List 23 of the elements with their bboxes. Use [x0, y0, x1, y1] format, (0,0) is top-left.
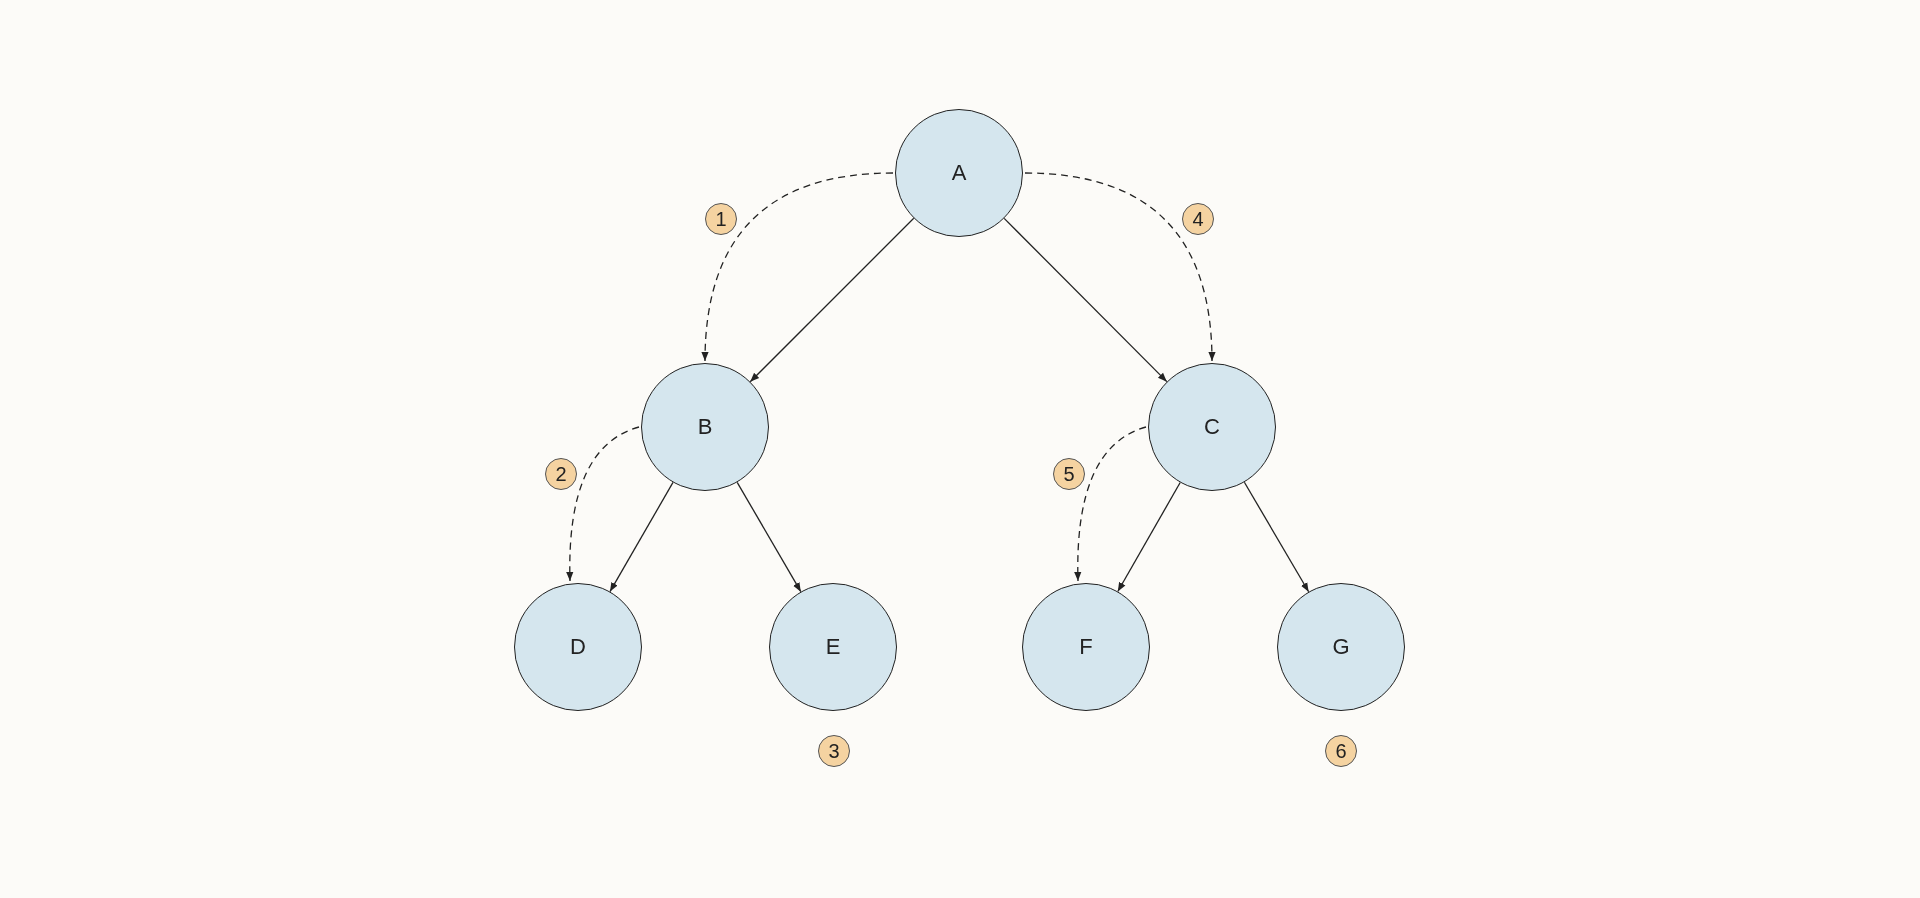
step-number: 1	[705, 203, 737, 235]
arrow	[749, 217, 915, 383]
node-label: D	[570, 634, 586, 660]
node-label: E	[825, 634, 841, 660]
arrow	[736, 481, 802, 593]
arrow	[1003, 217, 1168, 383]
dashed-arrow	[701, 172, 894, 362]
step-number: 6	[1325, 735, 1357, 767]
node-label: C	[1204, 414, 1220, 440]
step-number: 5	[1053, 458, 1085, 490]
node-label: G	[1332, 634, 1350, 660]
arrow	[1243, 481, 1310, 593]
node-label: F	[1079, 634, 1093, 660]
node-label: A	[951, 160, 967, 186]
arrow	[1117, 481, 1181, 593]
step-number: 4	[1182, 203, 1214, 235]
step-number: 2	[545, 458, 577, 490]
step-number: 3	[818, 735, 850, 767]
dashed-arrow	[1074, 426, 1147, 582]
dashed-arrow	[1024, 172, 1216, 362]
arrow	[609, 481, 674, 593]
dashed-arrow	[566, 426, 640, 582]
node-label: B	[697, 414, 713, 440]
